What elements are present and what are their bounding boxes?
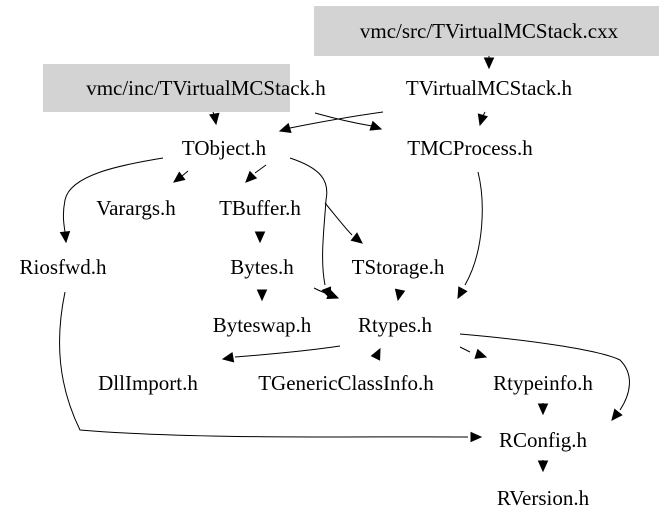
node-bytes[interactable]: Bytes.h <box>230 255 294 279</box>
node-label: TBuffer.h <box>219 196 301 220</box>
arrowhead-icon <box>254 231 266 244</box>
edge-line <box>59 291 469 438</box>
edges-layer <box>59 56 630 473</box>
nodes-layer: vmc/src/TVirtualMCStack.cxx vmc/inc/TVirt… <box>20 6 659 510</box>
edge-rtypes-to-rconfig <box>459 333 630 421</box>
node-inc_h[interactable]: vmc/inc/TVirtualMCStack.h <box>43 64 326 112</box>
arrowhead-icon <box>474 348 488 359</box>
node-riosfwd[interactable]: Riosfwd.h <box>20 255 107 279</box>
arrowhead-icon <box>457 286 468 300</box>
edge-line <box>181 170 189 177</box>
edge-line <box>289 111 384 129</box>
edge-line <box>464 171 483 286</box>
edge-src_cxx-to-tvmcstack <box>483 56 495 70</box>
node-varargs[interactable]: Varargs.h <box>96 196 176 220</box>
edge-line <box>459 346 471 353</box>
edge-tobject-to-varargs <box>173 170 189 183</box>
arrowhead-icon <box>245 170 258 183</box>
edge-tobject-to-rtypes <box>289 157 332 300</box>
node-label: Rtypeinfo.h <box>493 371 593 395</box>
node-byteswap[interactable]: Byteswap.h <box>213 313 312 337</box>
node-tbuffer[interactable]: TBuffer.h <box>219 196 301 220</box>
node-label: TStorage.h <box>352 255 445 279</box>
node-label: Riosfwd.h <box>20 255 107 279</box>
node-tvmcstack[interactable]: TVirtualMCStack.h <box>406 76 573 100</box>
node-highlight-box <box>314 6 659 56</box>
node-tgeneric[interactable]: TGenericClassInfo.h <box>258 371 434 395</box>
edge-line <box>314 112 373 127</box>
edge-tobject-to-riosfwd <box>59 157 164 244</box>
edge-rtypes-to-dllimport <box>221 345 341 363</box>
edge-tgeneric-to-rtypes <box>370 347 381 361</box>
edge-line <box>313 287 329 295</box>
node-label: Varargs.h <box>96 196 176 220</box>
edge-bytes-to-byteswap <box>256 289 268 302</box>
edge-bytes-to-rtypes <box>313 287 340 300</box>
node-label: Bytes.h <box>230 255 294 279</box>
edge-tobject-to-tbuffer <box>245 164 267 183</box>
edge-line <box>289 157 328 286</box>
node-tobject[interactable]: TObject.h <box>182 136 267 160</box>
edge-riosfwd-to-rconfig <box>59 291 483 443</box>
edge-tbuffer-to-bytes <box>254 231 266 244</box>
edge-tbuffer-to-tstorage <box>324 202 363 244</box>
node-src_cxx[interactable]: vmc/src/TVirtualMCStack.cxx <box>314 6 659 56</box>
node-label: Byteswap.h <box>213 313 312 337</box>
arrowhead-icon <box>470 431 483 443</box>
node-label: RConfig.h <box>499 428 588 452</box>
arrowhead-icon <box>350 232 363 244</box>
arrowhead-icon <box>256 289 268 302</box>
node-label: TVirtualMCStack.h <box>406 76 573 100</box>
edge-rtypeinfo-to-rconfig <box>537 403 549 416</box>
node-label: TMCProcess.h <box>407 136 533 160</box>
arrowhead-icon <box>483 57 495 70</box>
node-rversion[interactable]: RVersion.h <box>497 486 590 510</box>
arrowhead-icon <box>611 408 623 421</box>
node-label: vmc/src/TVirtualMCStack.cxx <box>360 19 619 43</box>
node-label: Rtypes.h <box>358 313 433 337</box>
node-rtypes[interactable]: Rtypes.h <box>358 313 433 337</box>
edge-inc_h-to-tmcprocess <box>314 112 383 131</box>
arrowhead-icon <box>370 347 381 361</box>
arrowhead-icon <box>59 231 71 244</box>
node-highlight-box <box>43 64 290 112</box>
arrowhead-icon <box>278 122 292 133</box>
arrowhead-icon <box>477 113 488 127</box>
arrowhead-icon <box>394 288 406 302</box>
edge-line <box>254 164 267 174</box>
edge-line <box>234 345 341 358</box>
edge-tstorage-to-rtypes <box>394 288 406 302</box>
arrowhead-icon <box>326 289 340 300</box>
edge-line <box>324 202 353 236</box>
arrowhead-icon <box>209 112 220 126</box>
arrowhead-icon <box>537 403 549 416</box>
edge-line <box>62 157 164 233</box>
node-label: vmc/inc/TVirtualMCStack.h <box>86 76 326 100</box>
node-dllimport[interactable]: DllImport.h <box>98 371 198 395</box>
node-label: TGenericClassInfo.h <box>258 371 434 395</box>
edge-rtypes-to-rtypeinfo <box>459 346 488 359</box>
node-rtypeinfo[interactable]: Rtypeinfo.h <box>493 371 593 395</box>
arrowhead-icon <box>221 352 235 363</box>
edge-tvmcstack-to-tobject <box>278 111 384 133</box>
edge-tmcprocess-to-rtypes <box>457 171 483 300</box>
arrowhead-icon <box>173 171 186 183</box>
edge-rconfig-to-rversion <box>537 460 549 473</box>
arrowhead-icon <box>369 120 383 131</box>
node-label: DllImport.h <box>98 371 198 395</box>
edge-tvmcstack-to-tmcprocess <box>477 111 488 127</box>
node-tmcprocess[interactable]: TMCProcess.h <box>407 136 533 160</box>
node-label: RVersion.h <box>497 486 590 510</box>
edge-line <box>459 333 630 411</box>
node-rconfig[interactable]: RConfig.h <box>499 428 588 452</box>
edge-inc_h-to-tobject <box>209 111 220 126</box>
arrowhead-icon <box>537 460 549 473</box>
node-tstorage[interactable]: TStorage.h <box>352 255 445 279</box>
node-label: TObject.h <box>182 136 267 160</box>
